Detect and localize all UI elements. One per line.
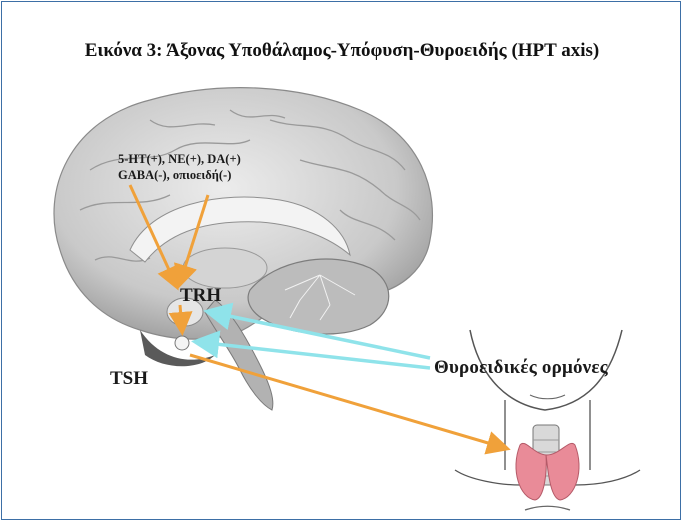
thyroid-hormones-label: Θυροειδικές ορμόνες bbox=[434, 357, 608, 379]
neurotransmitters-stimulatory-label: 5-HT(+), NE(+), DA(+) bbox=[118, 152, 241, 167]
trh-to-pituitary-arrow bbox=[180, 305, 182, 330]
trh-label: TRH bbox=[180, 285, 221, 307]
tsh-label: TSH bbox=[110, 368, 148, 390]
neurotransmitters-inhibitory-label: GABA(-), οπιοειδή(-) bbox=[118, 168, 231, 183]
